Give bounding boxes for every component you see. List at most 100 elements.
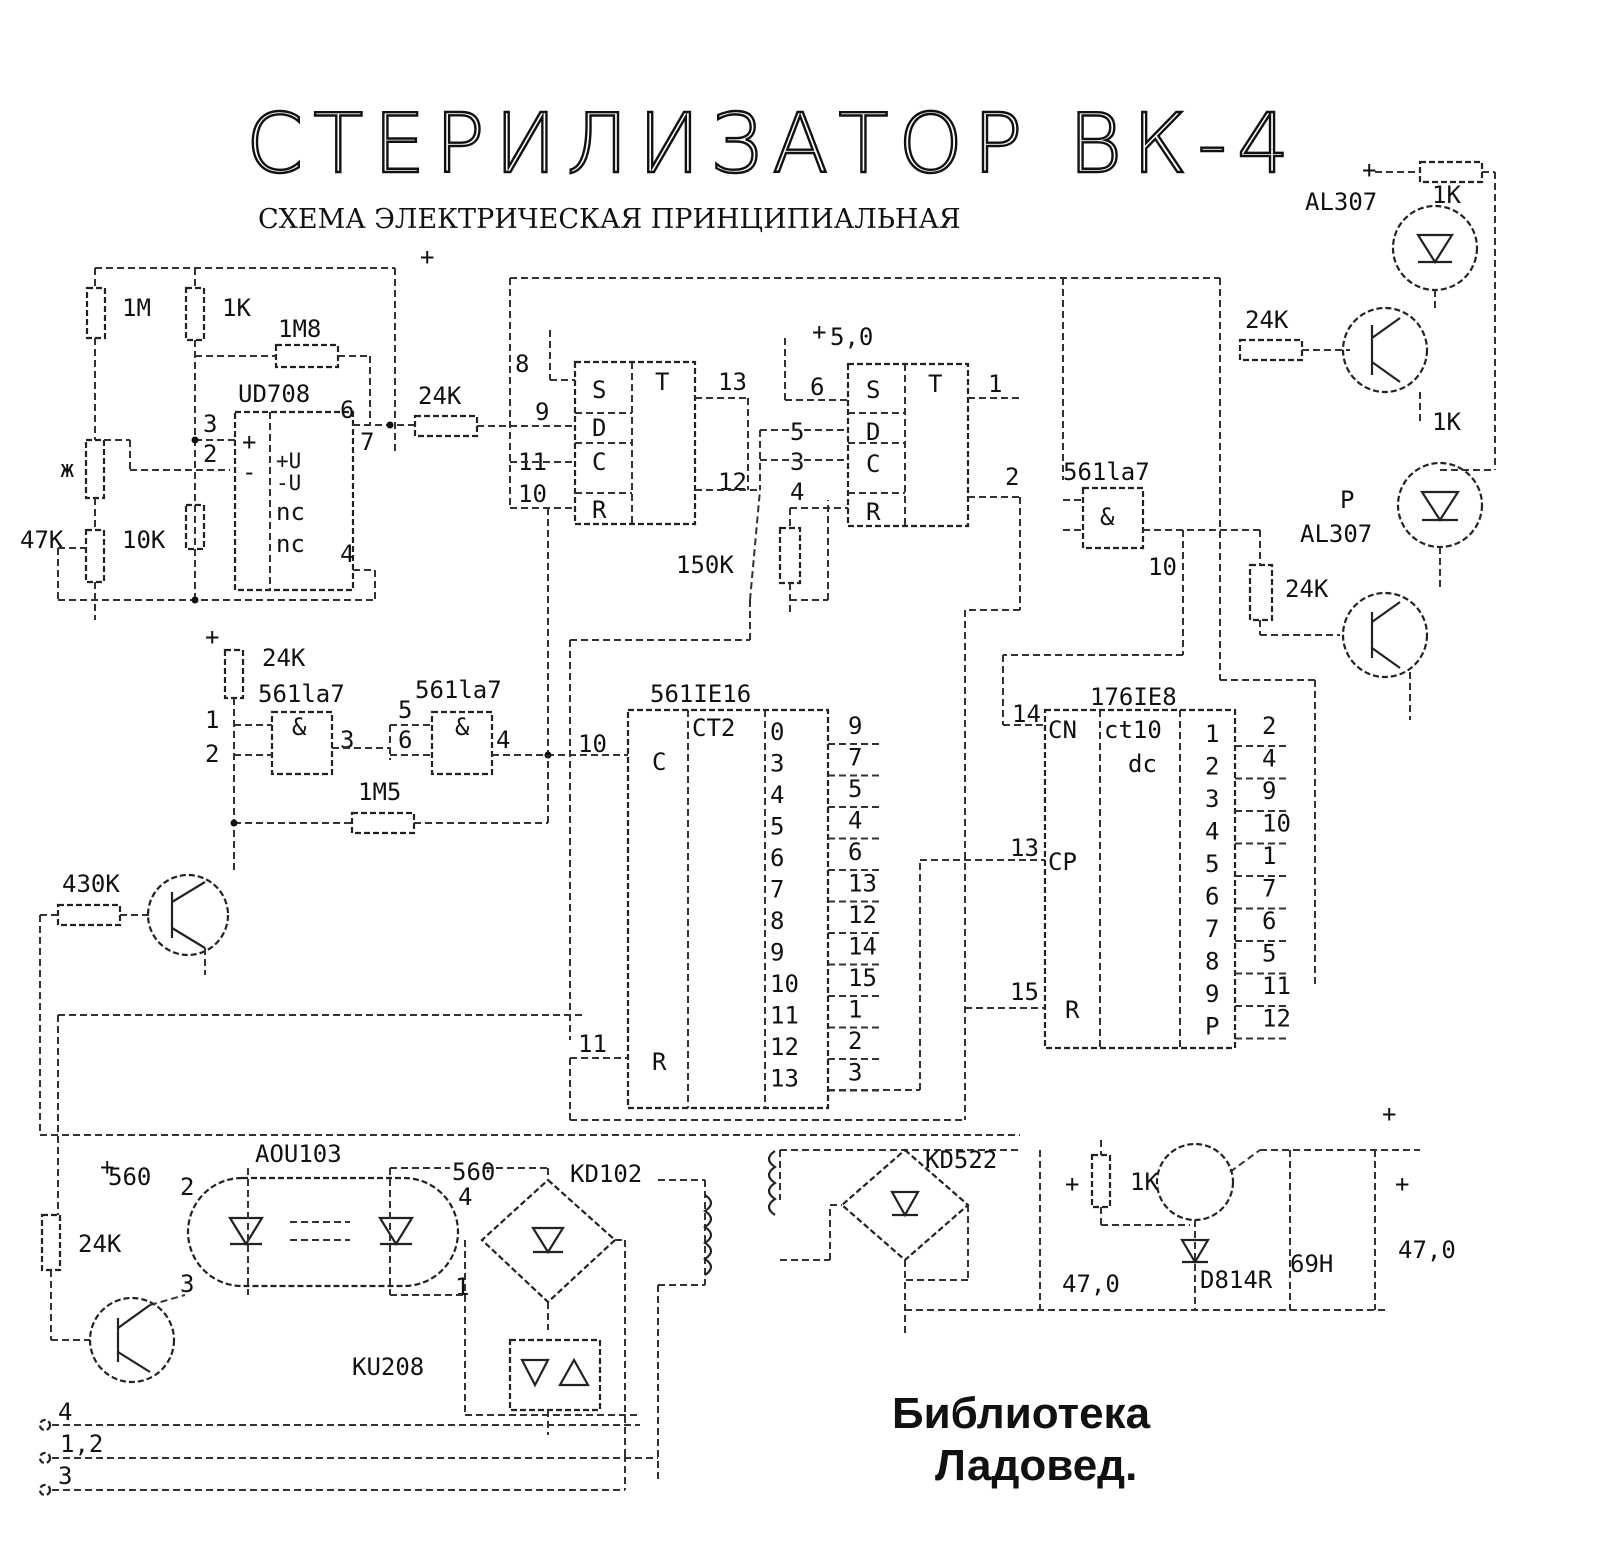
opamp-field-3: nc [276,498,305,526]
resistor-1m5 [350,811,416,835]
resistor-1k-psu-label: 1K [1130,1168,1159,1196]
gate-chain-left: + 24K 561la7 & 561la7 & 1 2 3 5 6 4 1M5 [205,623,628,870]
resistor-star-label: ж [60,455,74,483]
transistor-q2 [1341,591,1429,679]
thyristor-label: KU208 [352,1353,424,1381]
gate-b-pin-5: 5 [398,696,412,724]
counter2-output-name: 3 [1205,785,1219,813]
transformer-winding-left [703,1194,713,1276]
led-driver-p: P AL307 24K [1248,461,1495,720]
optocoupler-aou103 [186,1176,460,1288]
input-transistor: 430K [39,870,230,1135]
counter2-output-pin: 10 [1262,810,1291,838]
counter2-output-pin: 9 [1262,777,1276,805]
counter2-output-pin: 7 [1262,875,1276,903]
resistor-47k-label: 47K [20,526,64,554]
opamp-pin-6: 6 [340,396,354,424]
counter1-output-name: 0 [770,718,784,746]
ff1-pin-8: 8 [515,350,529,378]
led-p-letter: P [1340,486,1354,514]
opamp-field-2: -U [276,471,301,495]
counter1-c: C [652,748,666,776]
resistor-1k-led [1418,160,1484,184]
ff2-pin-3: 3 [790,448,804,476]
psu-plus-2: + [1395,1170,1409,1198]
counter2-name: 176IE8 [1090,683,1177,711]
led-p-label: AL307 [1300,520,1372,548]
terminal-1-2: 1,2 [60,1430,103,1458]
resistor-24k-left-label: 24K [262,644,306,672]
library-line-1: Библиотека [892,1389,1151,1438]
counter1-output-pin: 5 [848,775,862,803]
ff2-r: R [866,498,881,526]
resistor-1k-label: 1K [222,294,251,322]
counter2-output-name: 4 [1205,818,1219,846]
counter2-output-name: 1 [1205,720,1219,748]
resistor-star [84,438,106,500]
counter2-output-name: 7 [1205,915,1219,943]
counter2-output-name: 8 [1205,948,1219,976]
and-gate-b [430,710,494,776]
counter2-cp: CP [1048,848,1077,876]
q-bottom-pin-3: 3 [180,1270,194,1298]
opto-pin-2: 2 [180,1173,194,1201]
ff2-pin-5: 5 [790,418,804,446]
comparator-section: + 1М 1K 1M8 ж 47K 10K [20,243,434,620]
resistor-24k-q1-label: 24K [1245,306,1289,334]
opamp-ud708 [233,410,355,592]
opamp-field-1: +U [276,449,301,473]
led-top-label: AL307 [1305,188,1377,216]
counter1-output-pin: 2 [848,1027,862,1055]
cap-47-b-label: 47,0 [1398,1236,1456,1264]
resistor-24k-bottom [40,1213,62,1272]
led-top-plus: + [1362,156,1376,184]
counter1-output-pin: 9 [848,712,862,740]
counter2-output-name: P [1205,1013,1219,1041]
transistor-input [146,873,230,957]
counter2-output-name: 2 [1205,753,1219,781]
gate-left-plus: + [205,623,219,651]
counter1-output-name: 6 [770,844,784,872]
counter2-output-name: 6 [1205,883,1219,911]
transistor-bottom [88,1296,176,1384]
terminal-3: 3 [58,1462,72,1490]
counter1-output-name: 3 [770,750,784,778]
resistor-1m8-label: 1M8 [278,315,321,343]
counter1-output-name: 5 [770,813,784,841]
counter1-pin-c: 10 [578,730,607,758]
ff2-pin-1: 1 [988,370,1002,398]
resistor-560a-label: 560 [108,1163,151,1191]
resistor-24k-q2 [1248,563,1274,622]
supply-plus-5v: + [812,318,826,346]
opamp-field-4: nc [276,530,305,558]
counter1-output-name: 11 [770,1002,799,1030]
ff2-t: T [928,370,942,398]
counter1-output-name: 7 [770,876,784,904]
resistor-1m-label: 1М [122,294,151,322]
transistor-q1 [1341,306,1429,394]
ff1-s: S [592,376,606,404]
counter2-output-pin: 12 [1262,1005,1291,1033]
transistor-regulator [1155,1142,1235,1222]
opamp-pin-3: 3 [203,410,217,438]
resistor-24k-top: 24K [413,382,575,438]
counter1-r: R [652,1048,667,1076]
opamp-pin-7: 7 [360,428,374,456]
flipflop-1: S T D C R 8 9 11 10 13 12 [510,330,760,760]
resistor-150k-label: 150K [676,551,734,579]
gate-right-and: & [1100,503,1115,531]
library-line-2: Ладовед. [935,1441,1137,1490]
ff2-pin-2: 2 [1005,463,1019,491]
optocoupler-label: AOU103 [255,1140,342,1168]
bridge-kd102 [480,1178,617,1304]
ff2-pin-6: 6 [810,373,824,401]
counter1-output-name: 10 [770,970,799,998]
counter1-output-pin: 12 [848,901,877,929]
led-top [1391,204,1479,292]
power-supply: KD522 + 1K 47,0 D814R 69H 47,0 + + [767,1100,1456,1335]
ff2-s: S [866,376,880,404]
counter2-output-name: 5 [1205,850,1219,878]
